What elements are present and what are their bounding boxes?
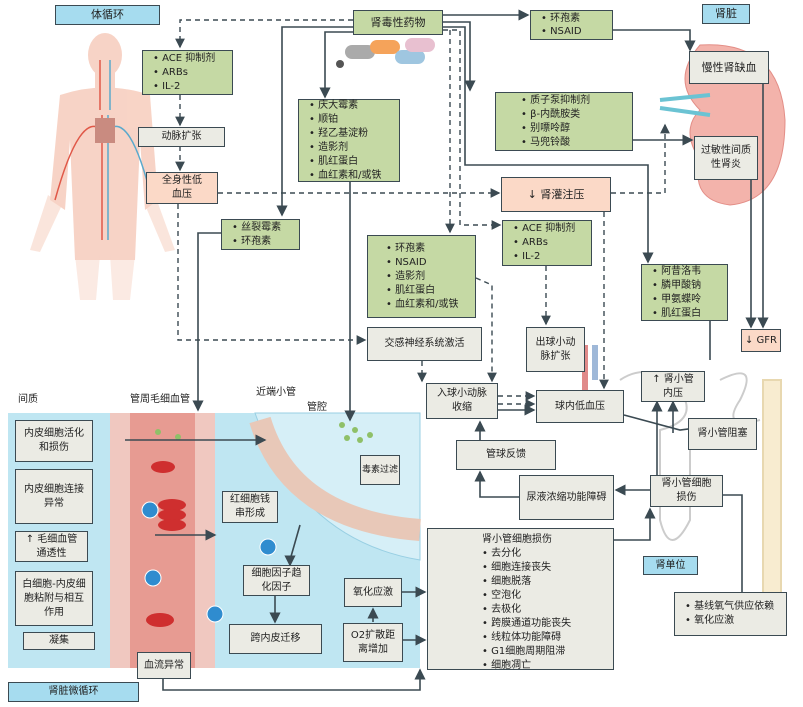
nephrotoxic-drugs-box: 肾毒性药物: [353, 10, 443, 35]
vasoconstrictive-drugs-box: 环孢素NSAID造影剂肌红蛋白血红素和/或铁: [367, 235, 476, 318]
drug-item: 肌红蛋白: [309, 155, 358, 169]
nephron-label: 肾单位: [643, 556, 698, 575]
drug-item: 庆大霉素: [309, 99, 358, 113]
oxygen-dependence-box: 基线氧气供应依赖氧化应激: [674, 592, 787, 636]
solid-arrows: [125, 9, 769, 691]
kidney-label: 肾脏: [702, 4, 750, 24]
allergic-nephritis-box: 过敏性间质性肾炎: [694, 136, 758, 180]
ace-inhibitor-box-systemic: ACE 抑制剂ARBsIL-2: [142, 50, 233, 95]
drug-item: β-内酰胺类: [521, 108, 580, 122]
endothelial-activation-box: 内皮细胞活化和损伤: [15, 420, 93, 462]
toxin-filtration-box: 毒素过滤: [360, 455, 400, 485]
drug-item: 血红素和/或铁: [309, 169, 381, 183]
obstruction-drugs-box: 阿昔洛韦膦甲酸钠甲氨蝶呤肌红蛋白: [641, 264, 728, 321]
gfr-decrease-box: ↓ GFR: [741, 329, 781, 352]
blood-flow-box: 血流异常: [137, 652, 191, 679]
drug-item: 血红素和/或铁: [386, 298, 458, 312]
tubular-toxins-box: 庆大霉素顺铂羟乙基淀粉造影剂肌红蛋白血红素和/或铁: [298, 99, 400, 182]
drug-item: 造影剂: [386, 270, 425, 284]
capillary-permeability-box: ↑ 毛细血管通透性: [15, 531, 88, 562]
pills-illustration: [336, 38, 435, 68]
drug-item: 环孢素: [386, 242, 425, 256]
ace-inhibitor-box-efferent: ACE 抑制剂ARBsIL-2: [502, 220, 592, 266]
arterial-dilation-box: 动脉扩张: [138, 127, 225, 147]
cytokines-box: 细胞因子趋化因子: [243, 565, 310, 596]
human-body-illustration: [30, 33, 175, 300]
tubular-obstruction-box: 肾小管阻塞: [688, 418, 757, 450]
red-blood-cells: [146, 461, 186, 627]
tubular-pressure-box: ↑ 肾小管内压: [641, 371, 705, 402]
drug-item: NSAID: [386, 256, 427, 270]
drug-item: 甲氨蝶呤: [652, 293, 701, 307]
injury-item: G1细胞周期阻滞: [482, 645, 565, 659]
drug-item: 造影剂: [309, 141, 348, 155]
injury-item: 去极化: [482, 603, 521, 617]
dashed-arrows: [175, 19, 670, 409]
tubular-injury-small-box: 肾小管细胞损伤: [650, 475, 723, 507]
injury-item: 细胞连接丧失: [482, 561, 551, 575]
oxidative-stress-box: 氧化应激: [344, 578, 402, 607]
rouleaux-box: 红细胞钱串形成: [222, 491, 278, 523]
injury-item: 跨膜通道功能丧失: [482, 617, 571, 631]
drug-item: IL-2: [513, 250, 540, 264]
nephron-illustration: [582, 345, 782, 621]
heart-illustration: [95, 118, 115, 143]
endothelial-junction-box: 内皮细胞连接异常: [15, 469, 93, 524]
renal-microcirculation-label: 肾脏微循环: [8, 682, 139, 702]
afferent-constriction-box: 入球小动脉收缩: [426, 383, 498, 419]
cyclosporine-nsaid-box: 环孢素NSAID: [530, 10, 613, 40]
injury-item: 去分化: [482, 547, 521, 561]
lumen-label: 管腔: [307, 402, 327, 413]
drug-item: 肌红蛋白: [386, 284, 435, 298]
renal-perfusion-box: ↓ 肾灌注压: [501, 177, 611, 212]
tubular-injury-title: 肾小管细胞损伤: [482, 534, 552, 545]
efferent-dilation-box: 出球小动脉扩张: [526, 327, 585, 372]
drug-item: 环孢素: [232, 235, 271, 249]
drug-item: 羟乙基淀粉: [309, 127, 368, 141]
toxin-particles: [155, 422, 373, 443]
proximal-tubule-illustration: [249, 416, 421, 541]
peritubular-capillary-label: 管周毛细血管: [130, 394, 190, 405]
drug-item: ACE 抑制剂: [153, 52, 215, 66]
systemic-circulation-label: 体循环: [55, 5, 160, 25]
drug-item: IL-2: [153, 80, 180, 94]
drug-item: 膦甲酸钠: [652, 279, 701, 293]
injury-item: 细胞脱落: [482, 575, 531, 589]
interstitium-label: 间质: [18, 394, 38, 405]
injury-item: 空泡化: [482, 589, 521, 603]
aggregation-box: 凝集: [23, 632, 95, 650]
glomerular-hypotension-box: 球内低血压: [536, 390, 624, 423]
injury-item: 线粒体功能障碍: [482, 631, 561, 645]
drug-item: 丝裂霉素: [232, 221, 281, 235]
drug-item: 环孢素: [541, 12, 580, 25]
drug-item: ARBs: [513, 236, 548, 250]
sympathetic-activation-box: 交感神经系统激活: [367, 327, 482, 361]
oxygen-item: 氧化应激: [685, 614, 734, 628]
microvascular-drugs-box: 丝裂霉素环孢素: [221, 219, 300, 250]
o2-diffusion-box: O2扩散距离增加: [343, 623, 403, 662]
systemic-hypotension-box: 全身性低血压: [146, 172, 218, 204]
leukocyte-adhesion-box: 白细胞-内皮细胞粘附与相互作用: [15, 571, 93, 626]
drug-item: 马兜铃酸: [521, 136, 570, 150]
drug-item: 肌红蛋白: [652, 307, 701, 321]
drug-item: ACE 抑制剂: [513, 222, 575, 236]
proximal-tubule-label: 近端小管: [256, 387, 296, 398]
drug-item: 顺铂: [309, 113, 338, 127]
injury-item: 细胞凋亡: [482, 659, 531, 673]
concentration-defect-box: 尿液浓缩功能障碍: [519, 475, 614, 520]
tubuloglomerular-feedback-box: 管球反馈: [456, 440, 556, 470]
drug-item: NSAID: [541, 25, 582, 38]
drug-item: 别嘌呤醇: [521, 122, 570, 136]
transmigration-box: 跨内皮迁移: [229, 624, 322, 654]
drug-item: ARBs: [153, 66, 188, 80]
tubular-injury-list-box: 肾小管细胞损伤 去分化细胞连接丧失细胞脱落空泡化去极化跨膜通道功能丧失线粒体功能…: [427, 528, 614, 673]
leukocytes: [141, 501, 277, 623]
drug-item: 阿昔洛韦: [652, 265, 701, 279]
chronic-ischemia-box: 慢性肾缺血: [689, 51, 769, 84]
oxygen-item: 基线氧气供应依赖: [685, 600, 774, 614]
interstitial-nephritis-drugs-box: 质子泵抑制剂β-内酰胺类别嘌呤醇马兜铃酸: [495, 92, 633, 151]
drug-item: 质子泵抑制剂: [521, 94, 590, 108]
